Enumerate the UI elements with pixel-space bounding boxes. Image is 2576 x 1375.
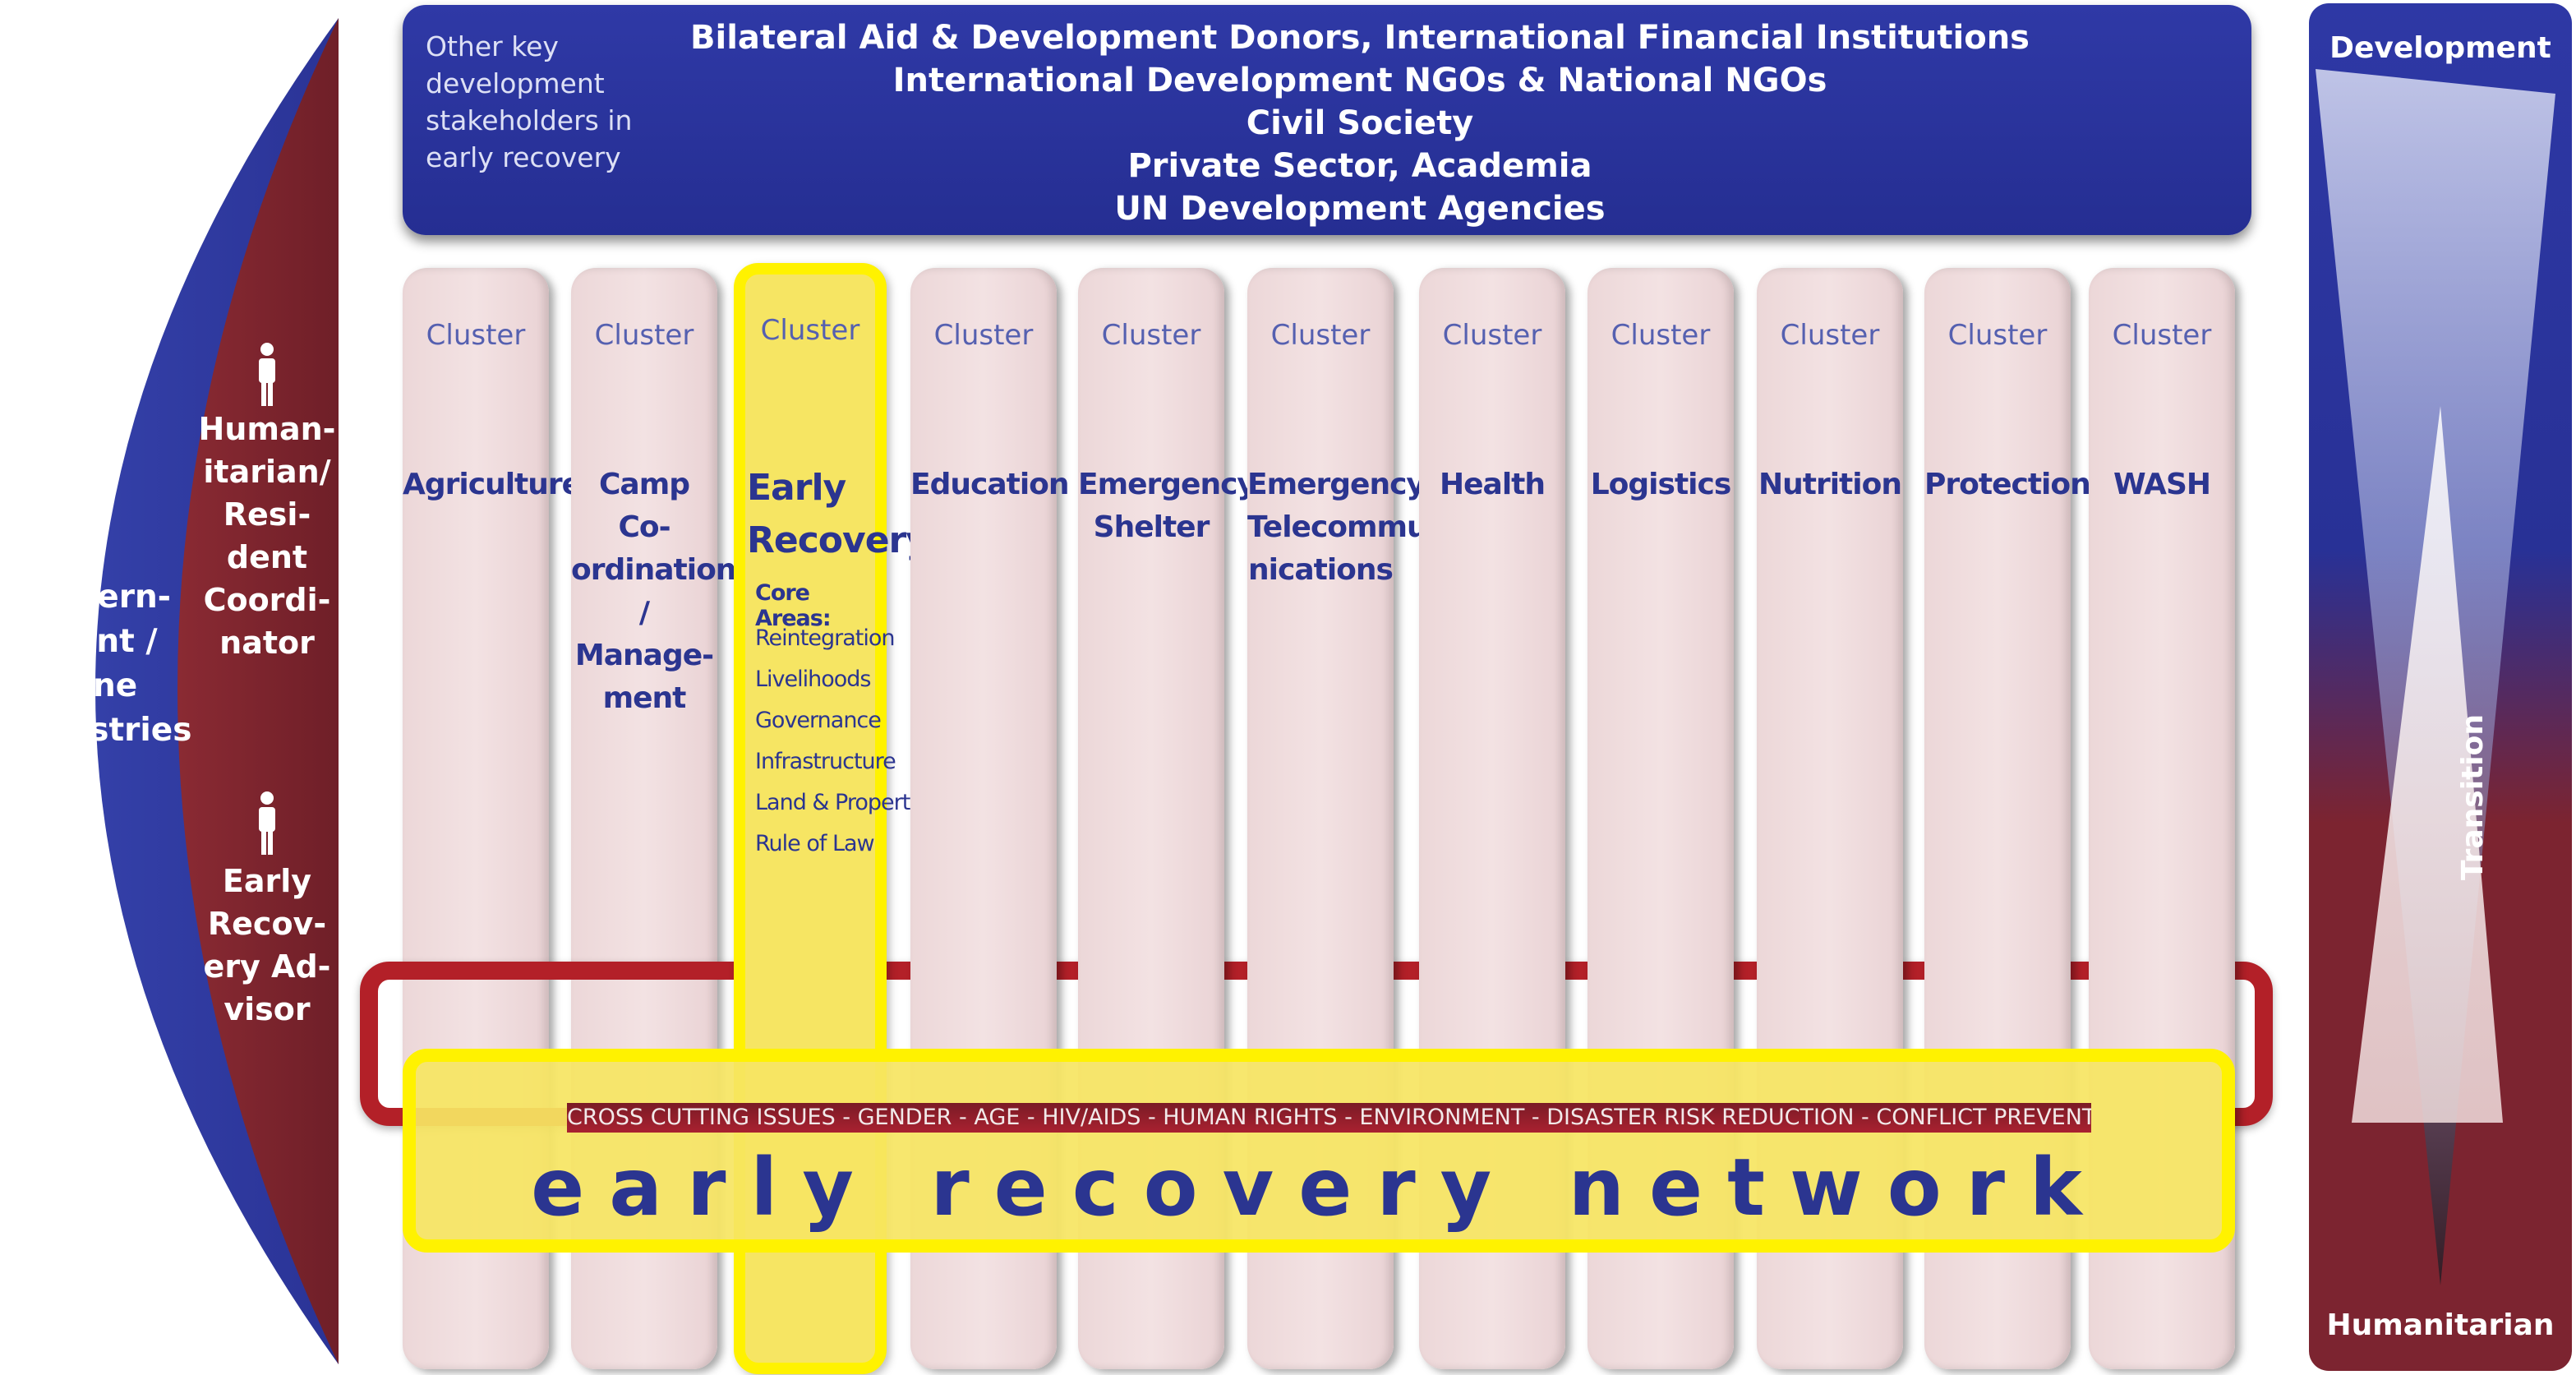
transition-triangles xyxy=(2316,69,2555,1285)
early-recovery-network-bar xyxy=(403,1049,2235,1253)
left-arcs xyxy=(95,18,339,1364)
banner-line: Civil Society xyxy=(1246,104,1474,142)
banner-line: Bilateral Aid & Development Donors, Inte… xyxy=(690,19,2030,57)
cluster-name: Nutrition xyxy=(1758,468,1902,501)
cluster-name: Emergency Telecommu- nications xyxy=(1247,468,1440,587)
cross-cutting-issues: CROSS CUTTING ISSUES - GENDER - AGE - HI… xyxy=(567,1103,2091,1133)
banner-line: UN Development Agencies xyxy=(1114,190,1606,228)
cluster-name: Early Recovery xyxy=(747,467,929,561)
person-icon xyxy=(259,343,275,406)
cluster-word: Cluster xyxy=(1611,319,1711,352)
stakeholder-banner: Other key development stakeholders in ea… xyxy=(403,5,2251,235)
core-areas-title: Core Areas: xyxy=(755,580,832,631)
coordinator-arc xyxy=(177,18,339,1364)
banner-lines: Bilateral Aid & Development Donors, Inte… xyxy=(403,16,2251,230)
banner-line: International Development NGOs & Nationa… xyxy=(892,62,1827,99)
cluster-word: Cluster xyxy=(594,319,694,352)
cluster-name: Agriculture xyxy=(403,468,582,501)
cluster-word: Cluster xyxy=(933,319,1034,352)
cluster-name: WASH xyxy=(2113,468,2211,501)
banner-line: Private Sector, Academia xyxy=(1127,147,1592,185)
cluster-word: Cluster xyxy=(2112,319,2212,352)
government-label: Govern- ment / Line Ministries xyxy=(13,579,192,749)
cluster-word: Cluster xyxy=(760,314,860,347)
cluster-name: Education xyxy=(910,468,1070,501)
transition-panel: Development Humanitarian xyxy=(2309,3,2572,1371)
coordinator-label: Human- itarian/ Resi- dent Coordi- nator xyxy=(198,411,336,661)
cluster-word: Cluster xyxy=(1442,319,1542,352)
advisor-label: Early Recov- ery Ad- visor xyxy=(203,863,331,1027)
core-area: Land & Property xyxy=(755,790,923,815)
cluster-word: Cluster xyxy=(426,319,526,352)
cluster-name: Logistics xyxy=(1590,468,1732,501)
cluster-name: Protection xyxy=(1924,468,2091,501)
person-icon xyxy=(259,791,275,855)
core-area: Governance xyxy=(755,708,882,733)
core-area: Reintegration xyxy=(755,625,895,651)
cluster-word: Cluster xyxy=(1780,319,1880,352)
cluster-word: Cluster xyxy=(1947,319,2048,352)
humanitarian-label: Humanitarian xyxy=(2326,1308,2555,1342)
cluster-word: Cluster xyxy=(1270,319,1371,352)
core-area: Rule of Law xyxy=(755,831,875,856)
core-areas-list: Reintegration Livelihoods Governance Inf… xyxy=(755,618,923,865)
cluster-name: Camp Co- ordination / Manage- ment xyxy=(571,468,736,715)
cluster-name: Health xyxy=(1439,468,1546,501)
transition-label: Transition xyxy=(2456,714,2490,880)
cluster-word: Cluster xyxy=(1101,319,1201,352)
banner-side-text: Other key development stakeholders in ea… xyxy=(426,30,633,173)
humanitarian-triangle xyxy=(2352,406,2503,1123)
network-title: early recovery network xyxy=(531,1142,2107,1234)
core-area: Infrastructure xyxy=(755,749,896,774)
cluster-name: Emergency Shelter xyxy=(1078,468,1256,544)
development-label: Development xyxy=(2329,31,2551,65)
core-area: Livelihoods xyxy=(755,667,872,692)
